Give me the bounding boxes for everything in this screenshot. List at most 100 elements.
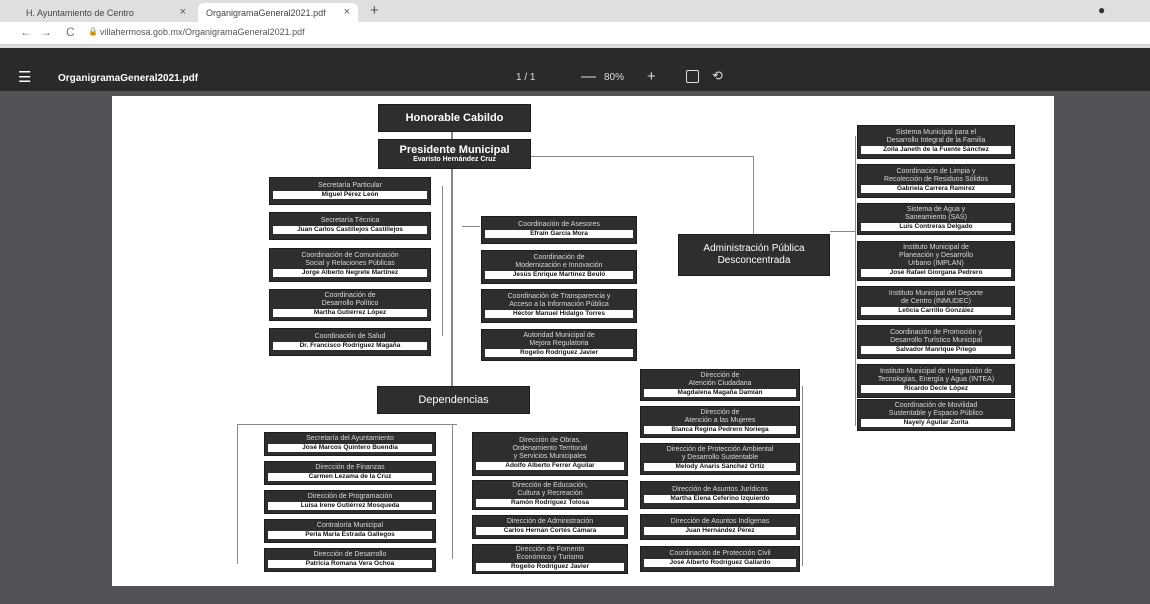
- unit-title: Coordinación de Comunicación Social y Re…: [301, 252, 399, 267]
- unit-title: Dirección de Finanzas: [315, 464, 385, 471]
- profile-icon[interactable]: ●: [1098, 3, 1106, 17]
- tab-organigrama[interactable]: OrganigramaGeneral2021.pdf ×: [198, 3, 358, 22]
- unit-title: Coordinación de Asesores: [518, 221, 600, 228]
- unit-title: Dirección de Asuntos Indígenas: [670, 518, 770, 525]
- unit-head-name: José Marcos Quintero Buendía: [268, 444, 432, 452]
- unit-title: Coordinación de Protección Civil: [669, 550, 771, 557]
- unit-head-name: Efraín García Mora: [485, 230, 633, 238]
- unit-title: Secretaría Técnica: [320, 217, 380, 224]
- connector-line: [855, 136, 856, 426]
- unit-title: Dirección de Atención Ciudadana: [688, 372, 752, 387]
- unit-head-name: Ricardo Decle López: [861, 385, 1011, 393]
- connector-line: [451, 130, 453, 395]
- unit-head-name: Carlos Hernán Cortés Cámara: [476, 527, 624, 535]
- org-unit-box: Coordinación de Transparencia y Acceso a…: [481, 289, 637, 323]
- unit-title: Secretaría del Ayuntamiento: [306, 435, 394, 442]
- unit-title: Contraloría Municipal: [316, 522, 384, 529]
- org-unit-box: Coordinación de Comunicación Social y Re…: [269, 248, 431, 282]
- connector-line: [442, 186, 443, 336]
- org-unit-box: Sistema de Agua y Saneamiento (SAS)Luis …: [857, 203, 1015, 235]
- forward-button[interactable]: →: [40, 25, 52, 39]
- unit-title: Dirección de Atención a las Mujeres: [684, 409, 756, 424]
- org-unit-box: Dirección de Protección Ambiental y Desa…: [640, 443, 800, 475]
- unit-head-name: José Rafael Giorgana Pedrero: [861, 269, 1011, 277]
- honorable-cabildo-box: Honorable Cabildo: [378, 104, 531, 132]
- new-tab-button[interactable]: +: [370, 2, 379, 19]
- org-unit-box: Dirección de Obras, Ordenamiento Territo…: [472, 432, 628, 476]
- unit-title: Secretaría Particular: [318, 182, 382, 189]
- org-unit-box: Dirección de Fomento Económico y Turismo…: [472, 544, 628, 574]
- zoom-level[interactable]: 80%: [604, 72, 625, 83]
- org-unit-box: Instituto Municipal del Deporte de Centr…: [857, 286, 1015, 320]
- url-field[interactable]: villahermosa.gob.mx/OrganigramaGeneral20…: [100, 27, 305, 37]
- unit-head-name: José Alberto Rodríguez Gallardo: [644, 559, 796, 567]
- box-title: Administración Pública Desconcentrada: [703, 243, 805, 266]
- zoom-in-button[interactable]: +: [647, 68, 656, 85]
- unit-title: Instituto Municipal del Deporte de Centr…: [888, 290, 984, 305]
- tab-ayuntamiento[interactable]: H. Ayuntamiento de Centro ×: [18, 3, 194, 22]
- close-tab-icon[interactable]: ×: [179, 6, 186, 18]
- fit-page-icon[interactable]: [686, 70, 699, 83]
- box-title: Presidente Municipal: [399, 144, 510, 156]
- unit-head-name: Luisa Irene Gutiérrez Mosqueda: [268, 502, 432, 510]
- document-title: OrganigramaGeneral2021.pdf: [58, 73, 199, 84]
- presidente-municipal-box: Presidente Municipal Evaristo Hernández …: [378, 139, 531, 169]
- hamburger-icon[interactable]: ☰: [18, 69, 32, 86]
- unit-head-name: Gabriela Carrera Ramírez: [861, 185, 1011, 193]
- unit-title: Coordinación de Transparencia y Acceso a…: [507, 293, 611, 308]
- unit-head-name: Adolfo Alberto Ferrer Aguilar: [476, 462, 624, 470]
- back-button[interactable]: ←: [20, 25, 32, 39]
- unit-title: Instituto Municipal de Integración de Te…: [877, 368, 995, 383]
- unit-head-name: Patricia Romana Vera Ochoa: [268, 560, 432, 568]
- org-unit-box: Autoridad Municipal de Mejora Regulatori…: [481, 329, 637, 361]
- unit-head-name: Jorge Alberto Negrete Martínez: [273, 269, 427, 277]
- rotate-icon[interactable]: ⟲: [712, 68, 723, 83]
- browser-tab-strip: H. Ayuntamiento de Centro × OrganigramaG…: [0, 0, 1150, 22]
- unit-title: Coordinación de Movilidad Sustentable y …: [888, 402, 984, 417]
- tab-label: OrganigramaGeneral2021.pdf: [206, 7, 326, 18]
- unit-title: Dirección de Programación: [307, 493, 393, 500]
- unit-head-name: Rogelio Rodríguez Javier: [485, 349, 633, 357]
- pdf-toolbar: ☰ OrganigramaGeneral2021.pdf 1 / 1 — 80%…: [0, 48, 1150, 91]
- unit-title: Dirección de Administración: [506, 518, 594, 525]
- connector-line: [462, 226, 480, 227]
- box-name: Evaristo Hernández Cruz: [413, 156, 496, 163]
- unit-title: Coordinación de Limpia y Recolección de …: [884, 168, 988, 183]
- connector-line: [237, 424, 457, 425]
- unit-head-name: Juan Carlos Castillejos Castillejos: [273, 226, 427, 234]
- unit-title: Autoridad Municipal de Mejora Regulatori…: [523, 332, 595, 347]
- zoom-out-button[interactable]: —: [581, 68, 596, 85]
- unit-head-name: Dr. Francisco Rodríguez Magaña: [273, 342, 427, 350]
- org-unit-box: Dirección de Educación, Cultura y Recrea…: [472, 480, 628, 510]
- unit-title: Coordinación de Promoción y Desarrollo T…: [890, 329, 982, 344]
- unit-head-name: Luis Contreras Delgado: [861, 223, 1011, 231]
- box-title: Dependencias: [418, 394, 489, 406]
- reload-button[interactable]: C: [66, 25, 75, 39]
- address-bar-row: ← → C 🔒 villahermosa.gob.mx/OrganigramaG…: [0, 22, 1150, 45]
- close-tab-icon[interactable]: ×: [343, 6, 350, 18]
- connector-line: [753, 156, 754, 236]
- administracion-publica-box: Administración Pública Desconcentrada: [678, 234, 830, 276]
- unit-head-name: Melody Anaris Sánchez Ortiz: [644, 463, 796, 471]
- unit-title: Instituto Municipal de Planeación y Desa…: [899, 244, 973, 267]
- org-unit-box: Coordinación de Movilidad Sustentable y …: [857, 399, 1015, 431]
- unit-head-name: Ramón Rodríguez Tolosa: [476, 499, 624, 507]
- tab-label: H. Ayuntamiento de Centro: [26, 7, 134, 18]
- connector-line: [452, 424, 453, 559]
- lock-icon: 🔒: [88, 27, 98, 36]
- unit-title: Sistema Municipal para el Desarrollo Int…: [886, 129, 986, 144]
- unit-head-name: Rogelio Rodríguez Javier: [476, 563, 624, 571]
- page-indicator[interactable]: 1 / 1: [516, 72, 536, 83]
- unit-head-name: Miguel Pérez León: [273, 191, 427, 199]
